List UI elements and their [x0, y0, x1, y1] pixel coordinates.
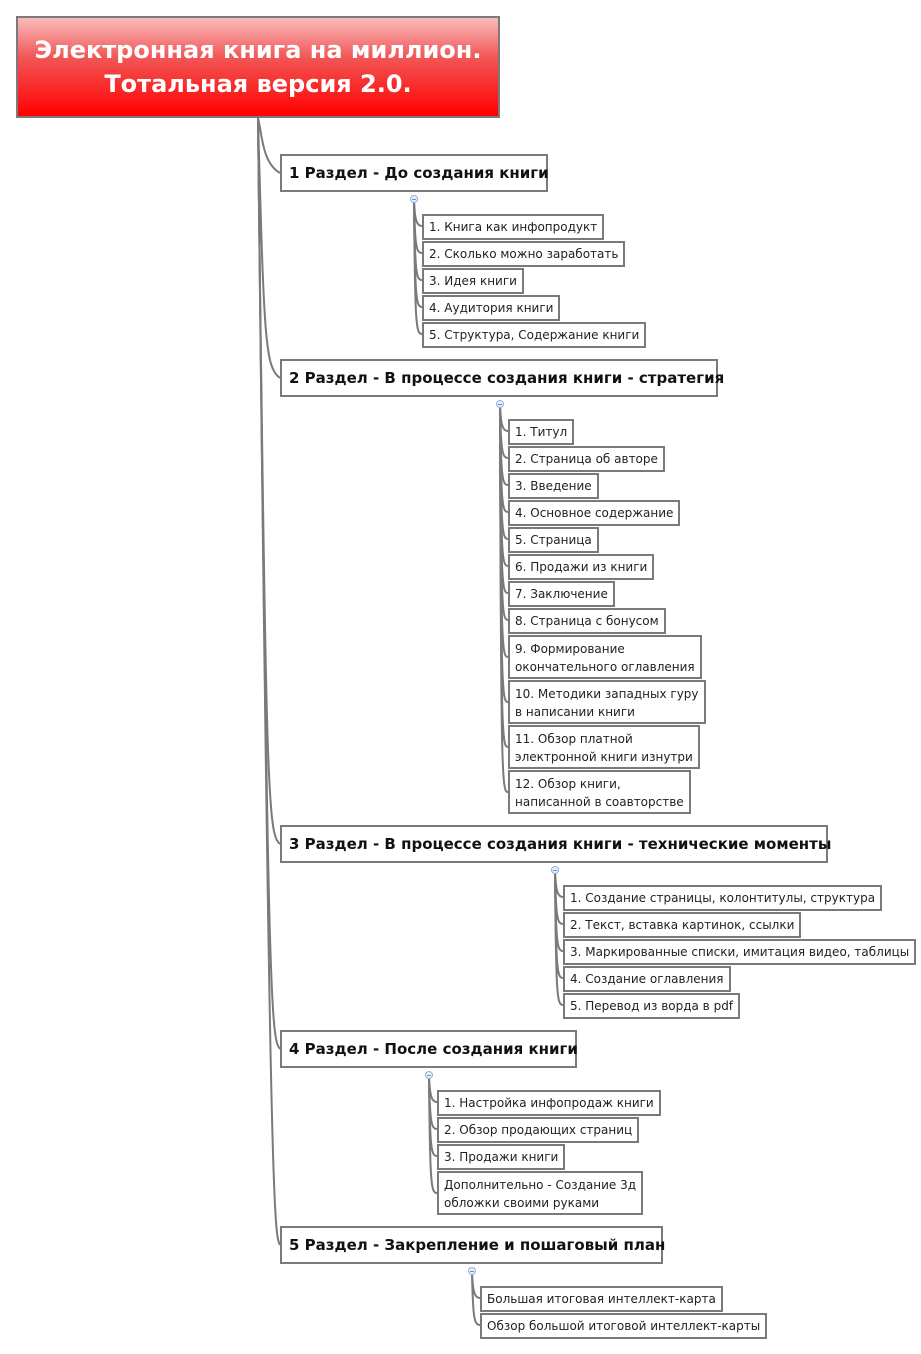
section-topic[interactable]: 2 Раздел - В процессе создания книги - с… [280, 359, 724, 397]
subtopic-line: 9. Формирование [515, 642, 625, 656]
subtopic[interactable]: 10. Методики западных гуру в написании кн… [508, 680, 706, 724]
subtopic[interactable]: 5. Перевод из ворда в pdf [563, 993, 741, 1019]
section-topic[interactable]: 3 Раздел - В процессе создания книги - т… [280, 825, 831, 863]
subtopic[interactable]: 5. Страница [508, 527, 599, 553]
subtopic[interactable]: Дополнительно - Создание 3д обложки своим… [437, 1171, 644, 1215]
subtopic[interactable]: 5. Структура, Содержание книги [422, 322, 647, 348]
section-topic[interactable]: 5 Раздел - Закрепление и пошаговый план [280, 1226, 665, 1264]
collapse-toggle-icon[interactable] [468, 1267, 476, 1275]
collapse-toggle-icon[interactable] [551, 866, 559, 874]
subtopic-line: написанной в соавторстве [515, 795, 684, 809]
connector-line [471, 1273, 481, 1326]
subtopic-line: Дополнительно - Создание 3д [444, 1178, 637, 1192]
collapse-toggle-icon[interactable] [410, 195, 418, 203]
subtopic[interactable]: 2. Текст, вставка картинок, ссылки [563, 912, 802, 938]
subtopic[interactable]: 1. Книга как инфопродукт [422, 214, 605, 240]
section-topic[interactable]: 4 Раздел - После создания книги [280, 1030, 578, 1068]
connector-line [413, 201, 423, 335]
subtopic[interactable]: Обзор большой итоговой интеллект-карты [480, 1313, 768, 1339]
subtopic[interactable]: 4. Основное содержание [508, 500, 681, 526]
subtopic[interactable]: 4. Аудитория книги [422, 295, 561, 321]
subtopic-line: 11. Обзор платной [515, 732, 633, 746]
collapse-toggle-icon[interactable] [425, 1071, 433, 1079]
subtopic[interactable]: 7. Заключение [508, 581, 615, 607]
subtopic[interactable]: 3. Продажи книги [437, 1144, 566, 1170]
subtopic[interactable]: 2. Обзор продающих страниц [437, 1117, 640, 1143]
subtopic[interactable]: 1. Создание страницы, колонтитулы, струк… [563, 885, 883, 911]
subtopic[interactable]: 4. Создание оглавления [563, 966, 731, 992]
subtopic[interactable]: 3. Идея книги [422, 268, 524, 294]
subtopic-line: в написании книги [515, 705, 635, 719]
section-topic[interactable]: 1 Раздел - До создания книги [280, 154, 549, 192]
subtopic[interactable]: 1. Настройка инфопродаж книги [437, 1090, 661, 1116]
subtopic-line: электронной книги изнутри [515, 750, 693, 764]
subtopic[interactable]: 1. Титул [508, 419, 575, 445]
subtopic[interactable]: Большая итоговая интеллект-карта [480, 1286, 723, 1312]
subtopic[interactable]: 6. Продажи из книги [508, 554, 655, 580]
subtopic[interactable]: 8. Страница с бонусом [508, 608, 666, 634]
connector-line [257, 117, 281, 174]
subtopic-line: 12. Обзор книги, [515, 777, 621, 791]
subtopic[interactable]: 11. Обзор платной электронной книги изнут… [508, 725, 700, 769]
subtopic[interactable]: 12. Обзор книги, написанной в соавторстве [508, 770, 691, 814]
connector-line [428, 1077, 438, 1194]
subtopic[interactable]: 2. Сколько можно заработать [422, 241, 626, 267]
subtopic-line: обложки своими руками [444, 1196, 600, 1210]
connector-line [554, 872, 564, 1006]
root-topic[interactable]: Электронная книга на миллион. Тотальная … [16, 16, 500, 118]
subtopic-line: окончательного оглавления [515, 660, 695, 674]
subtopic[interactable]: 3. Введение [508, 473, 599, 499]
connector-line [257, 117, 281, 1246]
subtopic[interactable]: 2. Страница об авторе [508, 446, 665, 472]
root-title-line-1: Электронная книга на миллион. [34, 36, 482, 64]
connector-line [257, 117, 281, 379]
connector-line [499, 406, 509, 793]
collapse-toggle-icon[interactable] [496, 400, 504, 408]
subtopic-line: 10. Методики западных гуру [515, 687, 699, 701]
subtopic[interactable]: 9. Формирование окончательного оглавления [508, 635, 702, 679]
root-title-line-2: Тотальная версия 2.0. [104, 70, 412, 98]
subtopic[interactable]: 3. Маркированные списки, имитация видео,… [563, 939, 917, 965]
